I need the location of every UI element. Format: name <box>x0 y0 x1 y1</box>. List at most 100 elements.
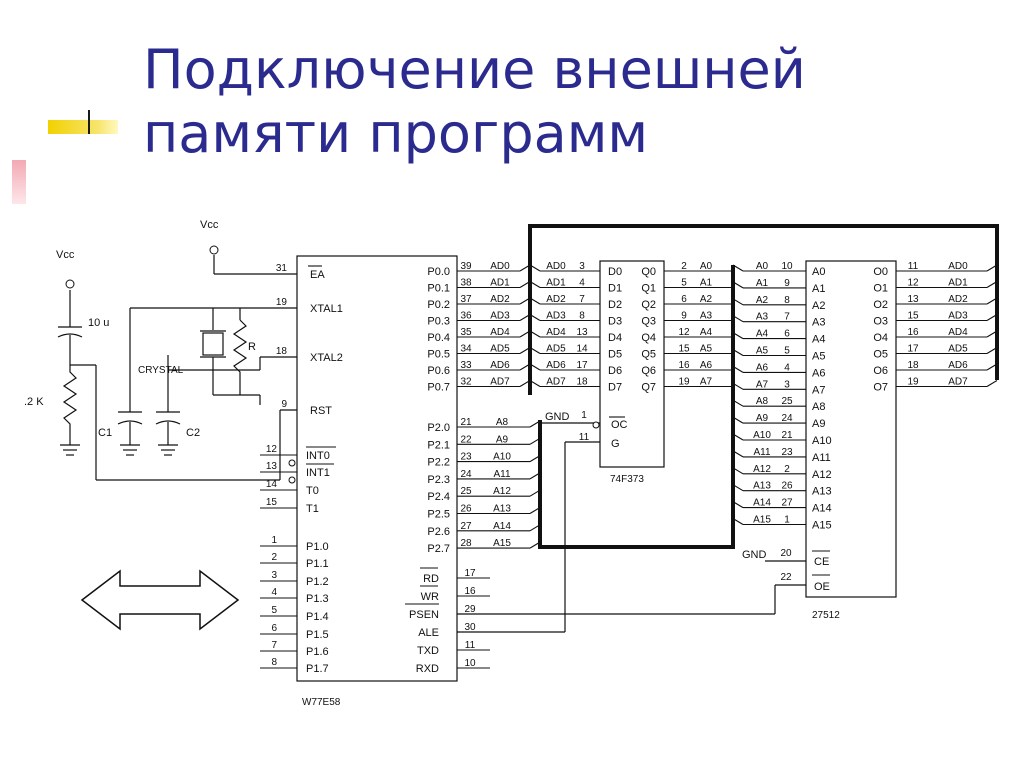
eprom-addr-number: 24 <box>781 413 793 424</box>
mcu-p0-pin-number: 36 <box>460 311 472 322</box>
mcu-p2-pin-name: P2.3 <box>427 474 450 486</box>
eprom-addr-pin: A1 <box>812 283 825 295</box>
eprom-data-number: 11 <box>908 261 919 272</box>
bus-entry <box>529 541 541 549</box>
bus-entry <box>986 314 998 321</box>
slide-title-line-1: Подключение внешней <box>143 38 806 101</box>
mcu-left-pin-number: 13 <box>266 461 278 472</box>
mcu-left-pin-name: P1.3 <box>306 593 329 605</box>
mcu-p0-pin-name: P0.6 <box>427 365 450 377</box>
latch-input-pin: D5 <box>608 349 622 361</box>
eprom-name: 27512 <box>812 610 840 621</box>
bus-entry <box>986 330 998 338</box>
mcu-left-pin-name: EA <box>310 269 325 281</box>
eprom-addr-pin: A7 <box>812 384 825 396</box>
mcu-ctrl-pin-number: 29 <box>464 604 476 615</box>
bus-entry <box>519 380 531 387</box>
bus-entry <box>732 450 744 458</box>
bus-entry <box>732 264 744 272</box>
bus-entry <box>529 524 541 532</box>
bus-entry <box>529 420 541 428</box>
mcu-p0-pin-number: 34 <box>460 344 472 355</box>
mcu-p2-signal: A15 <box>493 538 511 549</box>
vcc-left-label: Vcc <box>56 249 75 261</box>
latch-output-signal: A6 <box>700 360 713 371</box>
mcu-ctrl-pin-number: 17 <box>464 568 476 579</box>
latch-output-number: 12 <box>678 327 690 338</box>
eprom-addr-number: 4 <box>784 362 790 373</box>
mcu-left-pin-name: P1.1 <box>306 558 329 570</box>
eprom-data-number: 16 <box>907 327 919 338</box>
latch-input-pin: D7 <box>608 382 622 394</box>
latch-input-number: 14 <box>576 344 588 355</box>
latch-oc-number: 1 <box>581 410 587 421</box>
mcu-p0-pin-name: P0.3 <box>427 316 450 328</box>
bus-entry <box>986 363 998 371</box>
mcu-left-pin-number: 31 <box>276 263 288 274</box>
mcu-left-pin-name: P1.6 <box>306 646 329 658</box>
eprom-addr-pin: A6 <box>812 367 825 379</box>
mcu-left-pin-name: RST <box>310 405 332 417</box>
bus-entry <box>529 347 541 354</box>
title-bullet-bar <box>48 120 118 134</box>
bus-entry <box>529 264 541 272</box>
mcu-ctrl-pin-number: 16 <box>464 586 476 597</box>
latch-input-number: 17 <box>576 360 588 371</box>
bus-entry <box>732 433 744 441</box>
bus-entry <box>529 455 541 463</box>
eprom-addr-signal: A11 <box>753 447 770 458</box>
crystal-label: CRYSTAL <box>138 365 184 376</box>
eprom-data-pin: O7 <box>873 382 888 394</box>
mcu-ctrl-pin-number: 30 <box>464 622 476 633</box>
eprom-addr-number: 27 <box>781 498 793 509</box>
resistor-r-label: R <box>248 341 256 353</box>
latch-output-signal: A2 <box>700 294 713 305</box>
mcu-p2-pin-name: P2.7 <box>427 543 450 555</box>
mcu-p2-signal: A11 <box>493 469 510 480</box>
bus-entry <box>732 399 744 407</box>
bus-lines <box>528 224 999 549</box>
bus-entry <box>519 330 531 338</box>
eprom-addr-number: 10 <box>781 261 793 272</box>
eprom-addr-number: 3 <box>784 379 790 390</box>
latch-output-number: 2 <box>681 261 687 272</box>
latch-output-signal: A0 <box>700 261 713 272</box>
latch-output-signal: A7 <box>700 377 713 388</box>
bus-entry <box>529 380 541 387</box>
eprom-addr-pin: A11 <box>812 452 831 464</box>
bus-entry <box>732 416 744 424</box>
latch-output-pin: Q2 <box>641 299 656 311</box>
mcu-p2-signal: A9 <box>496 434 509 445</box>
mcu-p0-signal: AD5 <box>490 344 510 355</box>
eprom-ce-pin: CE <box>814 556 829 568</box>
latch-output-pin: Q0 <box>641 266 656 278</box>
bus-entry <box>732 501 744 509</box>
bus-entry <box>986 380 998 387</box>
eprom-addr-pin: A15 <box>812 520 832 532</box>
side-accent <box>12 160 26 204</box>
mcu-p0-pin-number: 32 <box>460 377 472 388</box>
latch-input-signal: AD4 <box>546 327 566 338</box>
mcu-left-pin-number: 5 <box>271 605 277 616</box>
mcu-left-pin-number: 19 <box>276 297 288 308</box>
latch-input-signal: AD6 <box>546 360 566 371</box>
eprom-addr-signal: A0 <box>756 261 769 272</box>
eprom-data-number: 19 <box>907 377 919 388</box>
eprom-oe-pin: OE <box>814 581 830 593</box>
bus-entry <box>529 297 541 305</box>
eprom-addr-signal: A5 <box>756 346 769 357</box>
mcu-p2-signal: A10 <box>493 452 511 463</box>
eprom-data-pin: O1 <box>873 283 888 295</box>
eprom-addr-signal: A8 <box>756 396 769 407</box>
mcu-left-pin-name: P1.4 <box>306 611 329 623</box>
bus-entry <box>732 467 744 475</box>
eprom-data-pin: O0 <box>873 266 888 278</box>
vcc-left-terminal <box>65 279 75 289</box>
eprom-data-signal: AD3 <box>948 311 968 322</box>
bus-entry <box>529 507 541 514</box>
mcu-left-pin-number: 4 <box>271 587 277 598</box>
latch-output-number: 6 <box>681 294 687 305</box>
mcu-p2-pin-number: 25 <box>460 486 472 497</box>
mcu-left-pin-number: 14 <box>266 479 278 490</box>
latch-output-pin: Q5 <box>641 349 656 361</box>
